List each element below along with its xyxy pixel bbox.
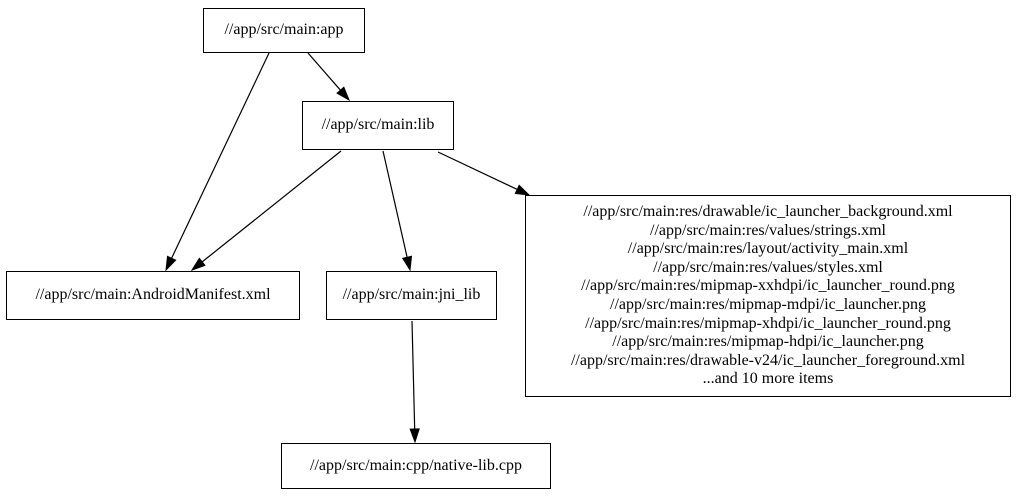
arrowhead	[409, 428, 420, 444]
edge-app-to-lib	[307, 52, 351, 102]
res-file-label: //app/src/main:res/values/styles.xml	[653, 258, 883, 276]
node-label: //app/src/main:jni_lib	[342, 286, 481, 304]
edge-lib-to-manifest	[190, 150, 342, 271]
node-label: //app/src/main:AndroidManifest.xml	[35, 286, 271, 304]
node-jni-lib: //app/src/main:jni_lib	[326, 271, 497, 320]
node-label: //app/src/main:cpp/native-lib.cpp	[310, 456, 522, 474]
res-file-label: //app/src/main:res/mipmap-mdpi/ic_launch…	[610, 296, 926, 313]
res-file-label: //app/src/main:res/drawable/ic_launcher_…	[583, 203, 953, 221]
node-android-manifest: //app/src/main:AndroidManifest.xml	[6, 271, 300, 320]
edge-lib-to-res	[437, 151, 531, 196]
node-lib: //app/src/main:lib	[302, 101, 454, 150]
edge-lib-to-jni-lib	[382, 150, 413, 272]
arrowhead	[336, 86, 351, 102]
node-native-lib-cpp: //app/src/main:cpp/native-lib.cpp	[281, 443, 551, 489]
res-file-label: //app/src/main:res/drawable-v24/ic_launc…	[570, 351, 966, 369]
res-file-label: //app/src/main:res/layout/activity_main.…	[627, 240, 909, 258]
node-label: //app/src/main:lib	[321, 116, 435, 134]
res-file-label: //app/src/main:res/mipmap-hdpi/ic_launch…	[612, 333, 924, 351]
node-res-files: //app/src/main:res/drawable/ic_launcher_…	[525, 195, 1011, 397]
node-app: //app/src/main:app	[203, 8, 365, 53]
node-label: //app/src/main:app	[224, 21, 344, 39]
res-file-label: //app/src/main:res/mipmap-xxhdpi/ic_laun…	[581, 277, 955, 295]
res-file-label: //app/src/main:res/values/strings.xml	[650, 221, 886, 239]
edge-jni-lib-to-cpp	[409, 320, 420, 444]
arrowhead	[190, 257, 206, 271]
edge-app-to-manifest	[165, 52, 270, 272]
arrowhead	[165, 255, 177, 272]
res-file-label: //app/src/main:res/mipmap-xhdpi/ic_launc…	[585, 314, 951, 332]
arrowhead	[514, 184, 531, 196]
res-more-items-label: ...and 10 more items	[702, 370, 834, 388]
arrowhead	[401, 255, 413, 272]
